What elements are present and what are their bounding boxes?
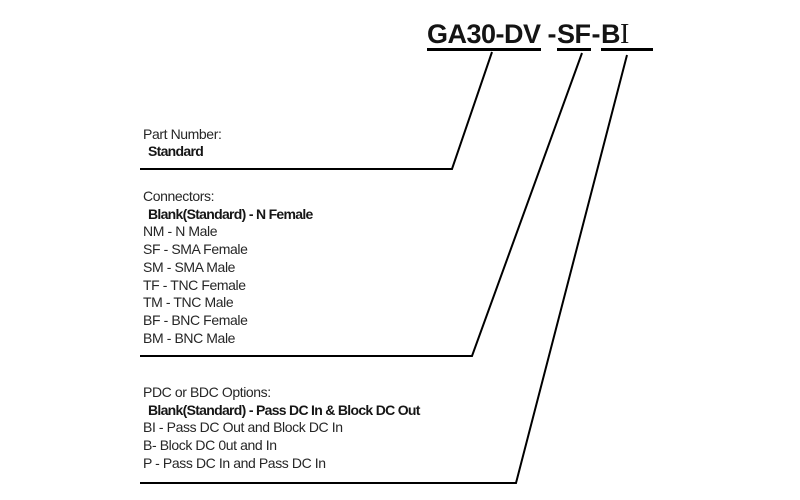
connector-option: TF - TNC Female xyxy=(143,276,246,293)
section-dc-options: PDC or BDC Options: Blank(Standard) - Pa… xyxy=(143,384,420,473)
connector-option: BF - BNC Female xyxy=(143,311,248,328)
code-base-model: GA30-DV xyxy=(427,19,541,51)
code-dc-option-i: I xyxy=(620,19,630,50)
dc-option: P - Pass DC In and Pass DC In xyxy=(143,454,326,471)
connector-option: BM - BNC Male xyxy=(143,329,236,346)
section-dc-options-heading: PDC or BDC Options: xyxy=(143,384,271,400)
part-number-code: GA30-DV-SF-BI xyxy=(427,19,654,51)
dc-option: BI - Pass DC Out and Block DC In xyxy=(143,419,343,436)
section-part-number-heading: Part Number: xyxy=(143,126,222,142)
part-number-standard-value: Standard xyxy=(148,142,204,159)
code-connector-field: SF xyxy=(557,19,591,51)
connector-option: NM - N Male xyxy=(143,223,218,240)
leader-line-dc-options xyxy=(140,54,628,484)
leader-line-part-number xyxy=(140,51,493,170)
leader-line-connectors xyxy=(140,52,583,357)
section-connectors-heading: Connectors: xyxy=(143,188,215,204)
connector-option: SF - SMA Female xyxy=(143,241,248,258)
section-connectors: Connectors: Blank(Standard) - N Female N… xyxy=(143,188,313,347)
code-dc-option-field: BI xyxy=(601,19,654,51)
connector-option: TM - TNC Male xyxy=(143,294,234,311)
code-dc-option-b: B xyxy=(601,19,621,49)
connector-option-standard: Blank(Standard) - N Female xyxy=(148,205,313,222)
code-separator-1: - xyxy=(547,19,557,49)
section-part-number: Part Number: Standard xyxy=(143,126,222,159)
dc-option-standard: Blank(Standard) - Pass DC In & Block DC … xyxy=(148,401,420,418)
code-separator-2: - xyxy=(591,19,601,49)
connector-option: SM - SMA Male xyxy=(143,258,236,275)
dc-option: B- Block DC 0ut and In xyxy=(143,437,277,454)
